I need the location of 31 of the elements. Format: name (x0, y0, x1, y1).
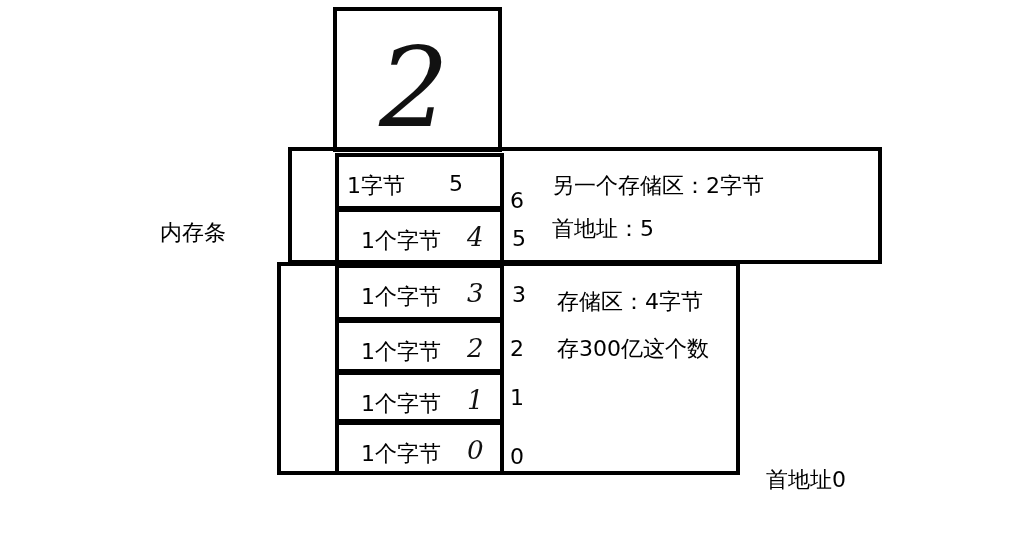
address-number: 1 (510, 385, 524, 410)
handwritten-number: 1 (467, 385, 484, 415)
region-title: 存储区：4字节 (557, 288, 703, 316)
byte-cell-box (335, 153, 504, 210)
handwritten-number: 4 (467, 222, 484, 252)
cell-label: 1个字节 (361, 440, 441, 468)
storage-region-box (288, 147, 882, 264)
address-caption: 首地址0 (766, 466, 846, 494)
cell-label: 1字节 (347, 172, 405, 200)
address-number: 2 (510, 336, 524, 361)
handwritten-number: 2 (379, 33, 449, 143)
address-number: 5 (512, 226, 526, 251)
byte-cell-box (335, 264, 504, 321)
cell-label: 1个字节 (361, 283, 441, 311)
cell-label: 1个字节 (361, 390, 441, 418)
address-number: 3 (512, 282, 526, 307)
handwritten-number: 0 (467, 435, 484, 465)
region-note: 存300亿这个数 (557, 335, 709, 363)
address-number: 6 (510, 188, 524, 213)
memory-cell-box (333, 7, 502, 152)
cell-label: 1个字节 (361, 227, 441, 255)
region-title: 另一个存储区：2字节 (552, 172, 764, 200)
region-note: 首地址：5 (552, 215, 654, 243)
cell-number: 5 (449, 171, 463, 196)
cell-label: 1个字节 (361, 338, 441, 366)
address-number: 0 (510, 444, 524, 469)
memory-stick-label: 内存条 (160, 219, 226, 247)
byte-cell-box (335, 319, 504, 373)
handwritten-number: 3 (467, 278, 484, 308)
byte-cell-box (335, 371, 504, 423)
handwritten-number: 2 (467, 333, 484, 363)
